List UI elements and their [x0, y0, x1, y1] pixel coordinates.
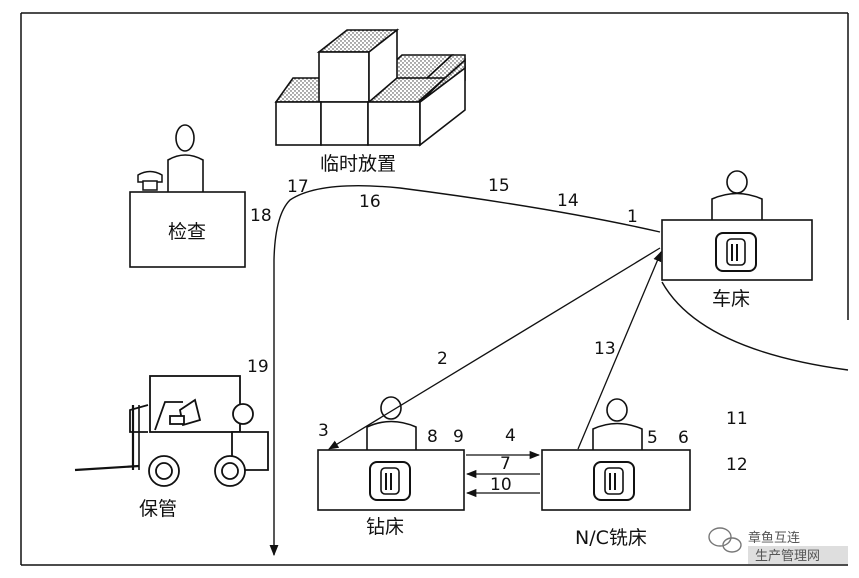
- flow-incoming-to-lathe: [661, 281, 849, 371]
- lathe-operator-person-icon: [711, 170, 763, 220]
- drill-control-icon: [369, 461, 411, 501]
- watermark-line1: 章鱼互连: [748, 530, 800, 546]
- temp-storage-label: 临时放置: [320, 153, 396, 175]
- step-4: 4: [505, 426, 516, 446]
- inspector-person-icon: [167, 124, 204, 192]
- flow-lathe-to-storage: [269, 185, 661, 557]
- step-15: 15: [488, 176, 510, 196]
- step-10: 10: [490, 475, 512, 495]
- storage-label: 保管: [139, 498, 177, 520]
- watermark: 章鱼互连 生产管理网: [708, 527, 848, 564]
- step-17: 17: [287, 177, 309, 197]
- step-7: 7: [500, 454, 511, 474]
- wechat-icon: [708, 527, 742, 553]
- step-11: 11: [726, 409, 748, 429]
- step-12: 12: [726, 455, 748, 475]
- nc-mill-label: N/C铣床: [575, 527, 647, 549]
- step-13: 13: [594, 339, 616, 359]
- step-2: 2: [437, 349, 448, 369]
- nc-mill-control-icon: [593, 461, 635, 501]
- temp-storage-boxes-icon: [274, 28, 466, 147]
- lathe-label: 车床: [712, 288, 750, 310]
- step-1: 1: [627, 207, 638, 227]
- inspection-station: [129, 191, 246, 268]
- flow-lathe-to-drill: [328, 247, 661, 450]
- drill-operator-person-icon: [366, 396, 417, 450]
- step-8: 8: [427, 427, 438, 447]
- step-19: 19: [247, 357, 269, 377]
- step-9: 9: [453, 427, 464, 447]
- inspection-label: 检查: [168, 221, 206, 243]
- step-6: 6: [678, 428, 689, 448]
- step-3: 3: [318, 421, 329, 441]
- step-5: 5: [647, 428, 658, 448]
- forklift-icon: [74, 375, 269, 487]
- telephone-icon: [137, 170, 163, 191]
- step-18: 18: [250, 206, 272, 226]
- drill-label: 钻床: [366, 516, 404, 538]
- nc-mill-operator-person-icon: [592, 398, 643, 450]
- lathe-control-icon: [715, 232, 757, 272]
- outer-frame: [20, 12, 849, 566]
- step-16: 16: [359, 192, 381, 212]
- flow-mill-to-lathe: [577, 251, 662, 450]
- watermark-line2: 生产管理网: [755, 549, 820, 564]
- step-14: 14: [557, 191, 579, 211]
